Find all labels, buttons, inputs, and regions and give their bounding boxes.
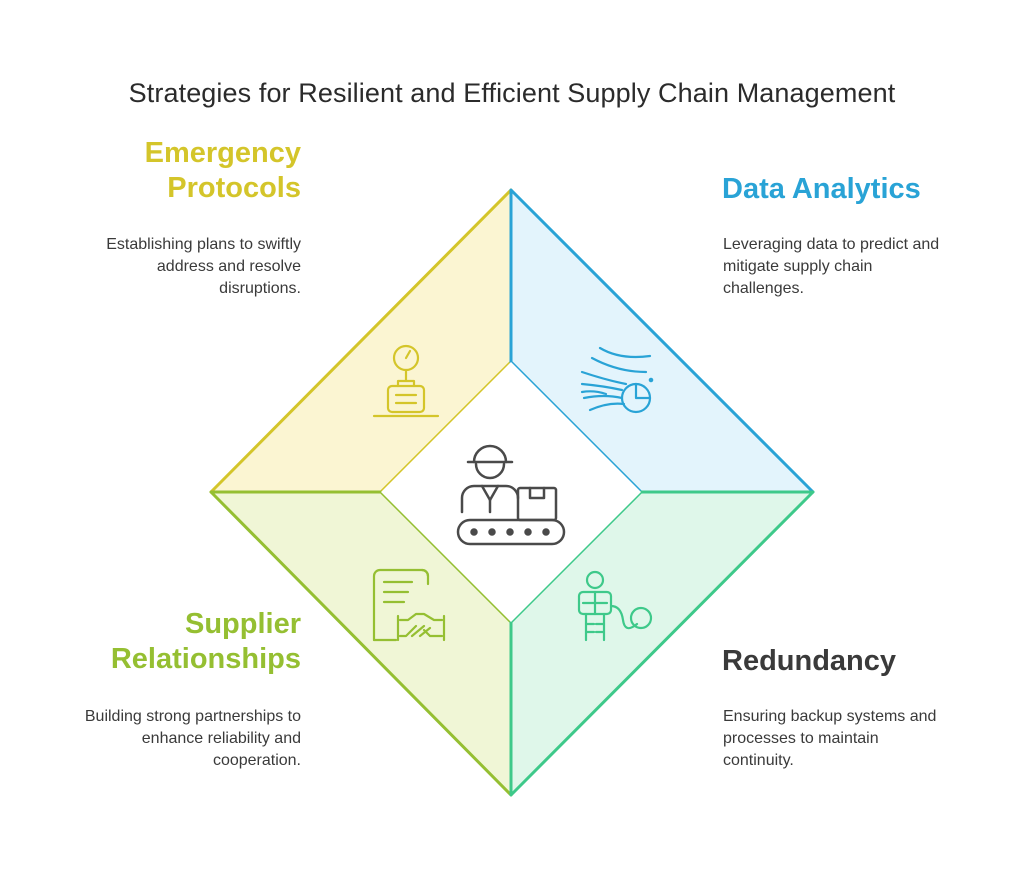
heading-line: Redundancy [722, 645, 897, 677]
heading-line: Relationships [110, 643, 301, 675]
heading-line: Protocols [167, 172, 301, 204]
stopwatch-briefcase-icon [372, 344, 440, 418]
description-supplier-relationships: Building strong partnerships to enhance … [20, 706, 301, 772]
worker-conveyor-icon [456, 444, 566, 546]
description-emergency-protocols: Establishing plans to swiftly address an… [40, 234, 301, 300]
description-line: Ensuring backup systems and [723, 708, 937, 725]
description-redundancy: Ensuring backup systems and processes to… [723, 706, 983, 772]
heading-line: Supplier [184, 608, 301, 640]
robot-cable-icon [577, 570, 653, 642]
description-line: address and resolve [156, 258, 301, 275]
description-line: continuity. [723, 752, 794, 769]
heading-data-analytics: Data Analytics [722, 172, 982, 207]
description-data-analytics: Leveraging data to predict and mitigate … [723, 234, 983, 300]
contract-handshake-icon [372, 568, 446, 642]
heading-line: Emergency [144, 137, 301, 169]
description-line: enhance reliability and [141, 730, 301, 747]
description-line: challenges. [723, 280, 804, 297]
description-line: cooperation. [212, 752, 301, 769]
description-line: Establishing plans to swiftly [106, 236, 301, 253]
description-line: disruptions. [219, 280, 301, 297]
heading-supplier-relationships: Supplier Relationships [40, 607, 301, 677]
heading-emergency-protocols: Emergency Protocols [60, 136, 301, 206]
description-line: Building strong partnerships to [84, 708, 301, 725]
description-line: mitigate supply chain [723, 258, 873, 275]
heading-redundancy: Redundancy [722, 644, 982, 679]
heading-line: Data Analytics [722, 173, 921, 205]
page-title: Strategies for Resilient and Efficient S… [128, 78, 896, 108]
data-stream-pie-icon [580, 346, 654, 414]
description-line: processes to maintain [723, 730, 879, 747]
center-square [381, 362, 641, 622]
description-line: Leveraging data to predict and [723, 236, 940, 253]
